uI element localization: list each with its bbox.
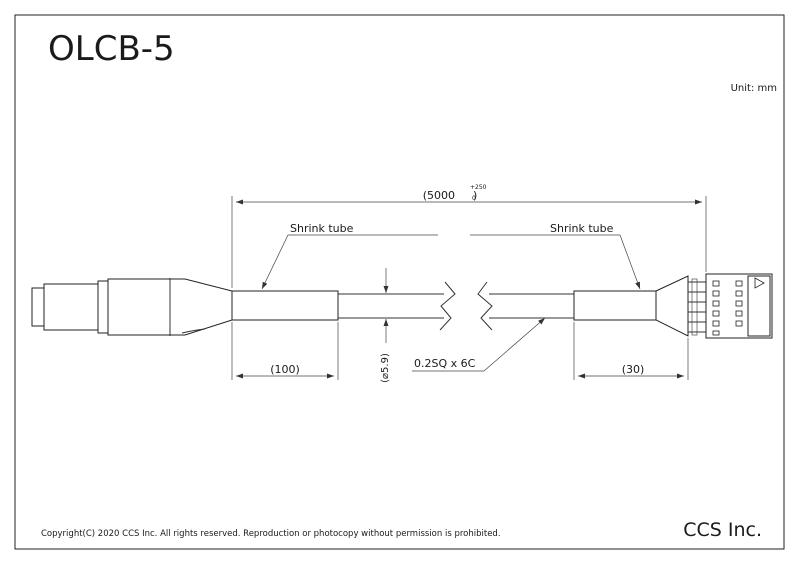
right-shrink-tube [573,290,657,321]
cable-right-section [489,293,574,319]
right-tube-length-dimension: (30) [573,322,689,380]
company-name: CCS Inc. [683,519,762,541]
right-shrink-label: Shrink tube [550,222,614,235]
right-tube-length-label: (30) [622,363,645,376]
left-shrink-tube [231,290,339,321]
unit-label: Unit: mm [731,83,777,94]
pin-housing-connector [705,273,773,339]
diameter-dimension: (⌀5.9) [380,268,391,383]
right-shrink-callout: Shrink tube [470,222,641,290]
left-shrink-label: Shrink tube [290,222,354,235]
overall-length-dimension: (5000) +250 0 [231,184,707,288]
left-tube-length-dimension: (100) [231,322,339,380]
diameter-label: (⌀5.9) [380,353,391,383]
drawing-title: OLCB-5 [48,29,175,69]
left-tube-length-label: (100) [270,363,300,376]
overall-length-label: (5000) [423,189,478,202]
wire-leads [688,278,706,336]
cable-left-section [338,293,444,319]
cable-break-marks [439,281,493,331]
tolerance-plus: +250 [470,184,487,191]
drawing-frame [14,14,785,550]
wire-callout: 0.2SQ x 6C [412,317,546,372]
copyright-notice: Copyright(C) 2020 CCS Inc. All rights re… [41,529,501,539]
circular-connector [31,278,233,336]
tolerance-minus: 0 [472,195,476,202]
left-shrink-callout: Shrink tube [261,222,438,290]
connector-flare [655,275,689,337]
wire-spec-label: 0.2SQ x 6C [414,357,476,370]
